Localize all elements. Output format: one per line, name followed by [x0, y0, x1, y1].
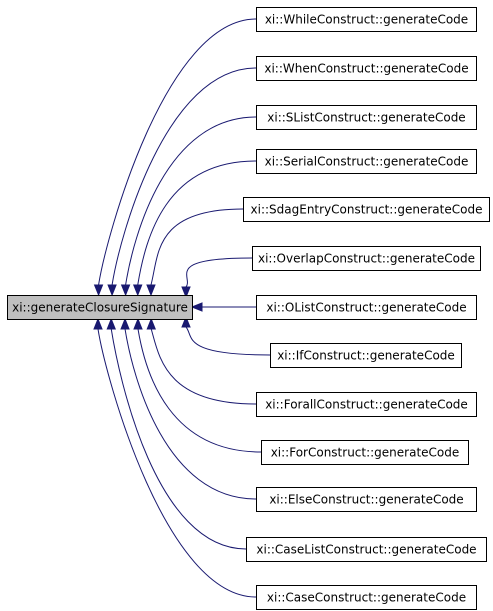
arrowhead-slist	[120, 284, 131, 297]
caller-node-box	[256, 149, 477, 174]
arrowhead-when	[107, 284, 117, 297]
arrowhead-olist	[190, 302, 203, 312]
caller-node-label: xi::WhenConstruct::generateCode	[264, 62, 468, 76]
caller-node-box	[246, 537, 487, 562]
edge-if-to-root	[185, 326, 271, 356]
arrowhead-overlap	[181, 286, 191, 299]
caller-node-sdagentry[interactable]: xi::SdagEntryConstruct::generateCode	[243, 197, 490, 222]
caller-node-label: xi::ForallConstruct::generateCode	[265, 398, 468, 412]
root-node[interactable]: xi::generateClosureSignature	[7, 295, 193, 320]
caller-node-box	[256, 585, 477, 610]
arrowhead-while	[93, 284, 104, 297]
nodes-layer: xi::generateClosureSignature xi::WhileCon…	[7, 7, 490, 610]
edge-while-to-root	[98, 18, 257, 286]
root-node-box	[7, 295, 193, 320]
caller-node-label: xi::SdagEntryConstruct::generateCode	[251, 203, 483, 217]
caller-node-box	[261, 440, 469, 465]
caller-node-while[interactable]: xi::WhileConstruct::generateCode	[256, 7, 477, 32]
edge-else-to-root	[124, 328, 257, 500]
caller-node-box	[252, 246, 481, 271]
arrowhead-serial	[132, 284, 143, 297]
caller-node-box	[256, 105, 477, 130]
edge-sdagentry-to-root	[150, 208, 244, 286]
caller-node-label: xi::CaseListConstruct::generateCode	[256, 543, 476, 557]
edge-overlap-to-root	[185, 257, 253, 288]
edge-when-to-root	[111, 67, 257, 286]
edge-slist-to-root	[125, 116, 257, 286]
caller-node-overlap[interactable]: xi::OverlapConstruct::generateCode	[252, 246, 481, 271]
caller-node-box	[256, 487, 477, 512]
arrowhead-caselist	[106, 317, 116, 330]
arrowhead-case	[93, 317, 103, 330]
caller-node-label: xi::OverlapConstruct::generateCode	[258, 252, 475, 266]
caller-node-slist[interactable]: xi::SListConstruct::generateCode	[256, 105, 477, 130]
edge-for-to-root	[137, 328, 262, 453]
edges-layer	[93, 18, 271, 598]
caller-node-serial[interactable]: xi::SerialConstruct::generateCode	[256, 149, 477, 174]
arrowhead-for	[133, 317, 143, 330]
arrowhead-else	[120, 317, 130, 330]
caller-node-label: xi::IfConstruct::generateCode	[277, 349, 455, 363]
caller-node-box	[243, 197, 490, 222]
caller-node-box	[256, 7, 477, 32]
caller-node-box	[256, 56, 477, 81]
caller-node-box	[256, 392, 477, 417]
root-node-label: xi::generateClosureSignature	[12, 301, 188, 315]
arrowhead-forall	[146, 317, 156, 330]
arrowhead-if	[181, 315, 191, 328]
arrowhead-sdagentry	[146, 284, 156, 297]
caller-node-caselist[interactable]: xi::CaseListConstruct::generateCode	[246, 537, 487, 562]
caller-node-case[interactable]: xi::CaseConstruct::generateCode	[256, 585, 477, 610]
caller-node-label: xi::CaseConstruct::generateCode	[267, 591, 466, 605]
caller-node-when[interactable]: xi::WhenConstruct::generateCode	[256, 56, 477, 81]
edge-caselist-to-root	[110, 328, 247, 550]
caller-node-if[interactable]: xi::IfConstruct::generateCode	[270, 343, 462, 368]
caller-node-box	[270, 343, 462, 368]
caller-node-label: xi::OListConstruct::generateCode	[266, 301, 466, 315]
edge-forall-to-root	[150, 328, 257, 405]
caller-node-forall[interactable]: xi::ForallConstruct::generateCode	[256, 392, 477, 417]
caller-node-olist[interactable]: xi::OListConstruct::generateCode	[256, 295, 477, 320]
caller-node-label: xi::WhileConstruct::generateCode	[265, 13, 468, 27]
caller-node-box	[256, 295, 477, 320]
caller-node-label: xi::SListConstruct::generateCode	[267, 111, 465, 125]
caller-node-label: xi::ForConstruct::generateCode	[271, 446, 460, 460]
edge-case-to-root	[97, 328, 257, 598]
caller-node-for[interactable]: xi::ForConstruct::generateCode	[261, 440, 469, 465]
edge-serial-to-root	[137, 160, 257, 286]
caller-node-else[interactable]: xi::ElseConstruct::generateCode	[256, 487, 477, 512]
caller-node-label: xi::ElseConstruct::generateCode	[269, 493, 463, 507]
caller-node-label: xi::SerialConstruct::generateCode	[265, 155, 469, 169]
